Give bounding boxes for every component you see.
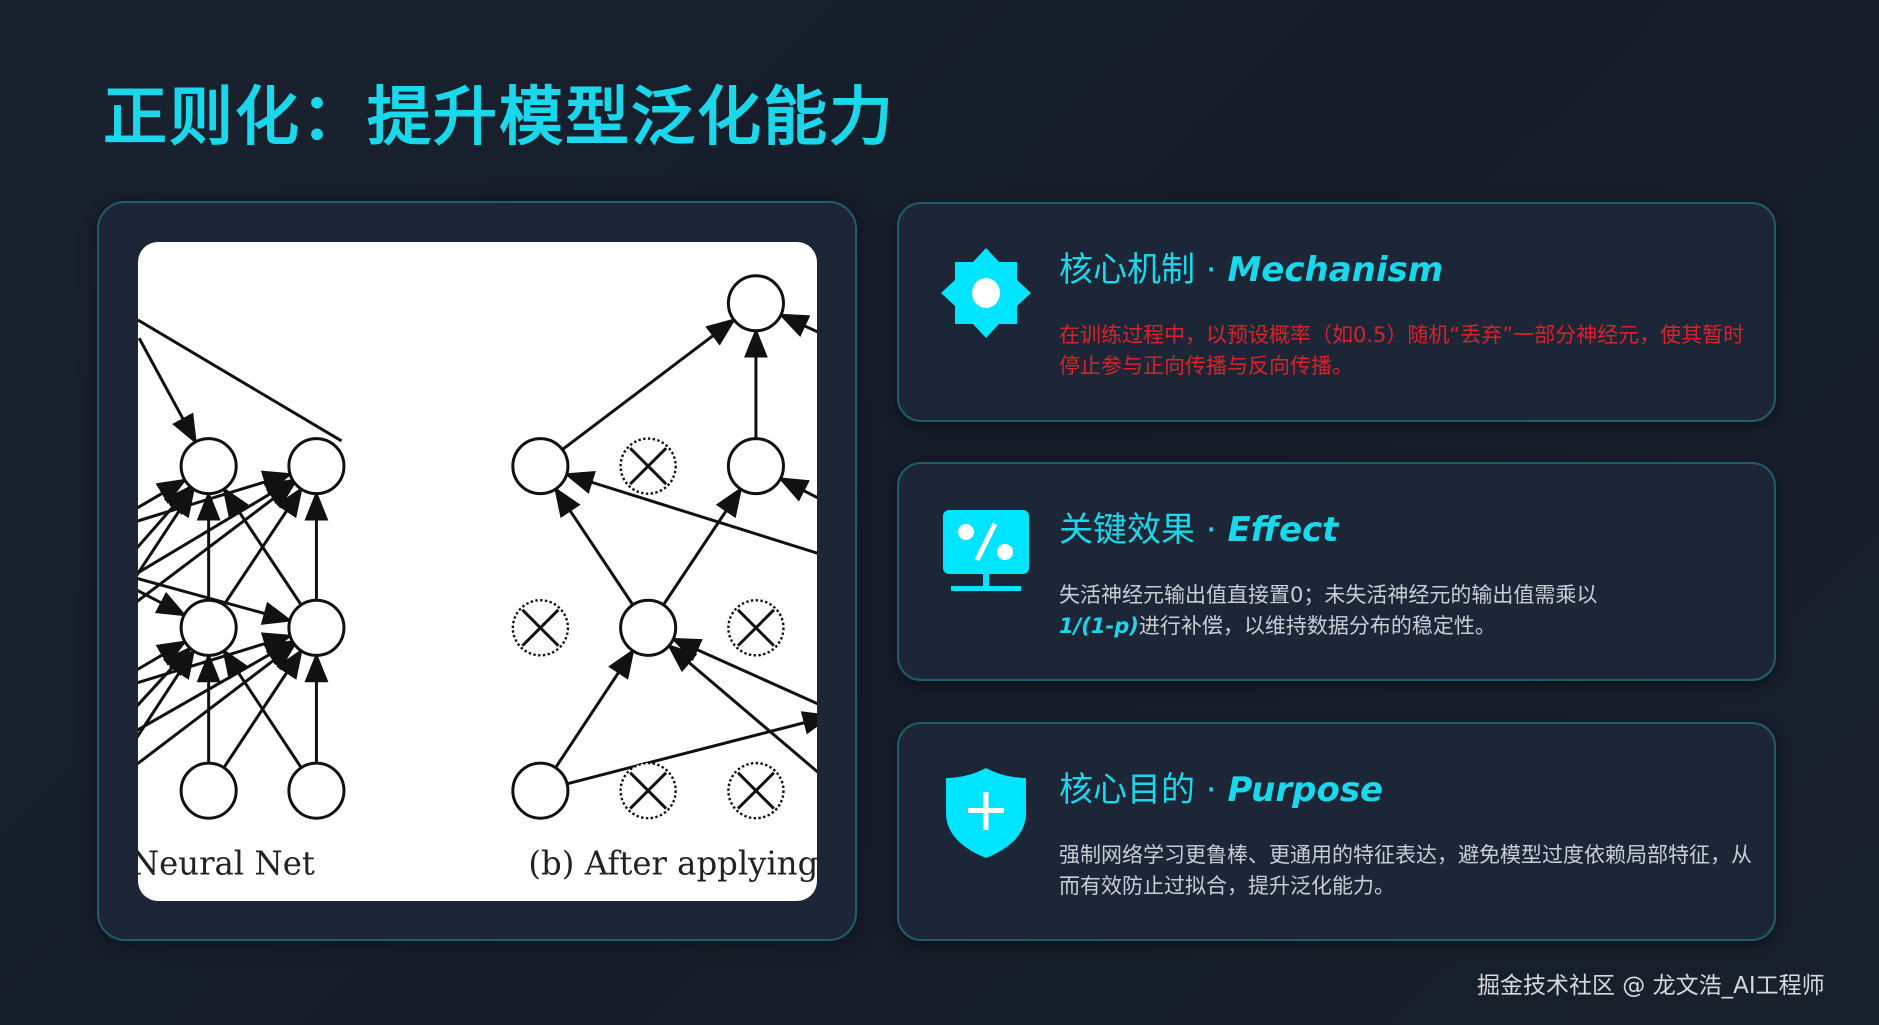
edge: [566, 711, 817, 786]
edge: [666, 643, 817, 774]
label-standard-net: Neural Net: [138, 844, 315, 882]
percent-monitor-icon: [943, 510, 1029, 591]
title-en: Mechanism: [1227, 250, 1444, 290]
title-cn: 核心目的 ·: [1059, 770, 1228, 810]
edge: [561, 318, 737, 451]
card-purpose: 核心目的 · Purpose 强制网络学习更鲁棒、更通用的特征表达，避免模型过度…: [897, 722, 1776, 941]
edge: [554, 648, 635, 769]
edge: [670, 637, 817, 706]
network-svg: Neural Net (b) After applying: [138, 274, 817, 882]
dropout-diagram: Neural Net (b) After applying: [138, 242, 817, 901]
card-body: 强制网络学习更鲁棒、更通用的特征表达，避免模型过度依赖局部特征，从而有效防止过拟…: [1059, 843, 1752, 898]
title-cn: 关键效果 ·: [1059, 510, 1228, 550]
edge: [138, 478, 296, 575]
neuron: [511, 437, 570, 496]
edge: [138, 645, 193, 708]
edge: [222, 648, 303, 769]
page-title: 正则化：提升模型泛化能力: [103, 80, 895, 155]
body-text: 失活神经元输出值直接置0；未失活神经元的输出值需乘以: [1059, 583, 1598, 607]
edge: [138, 484, 193, 550]
neuron: [287, 761, 346, 820]
card-body: 失活神经元输出值直接置0；未失活神经元的输出值需乘以 1/(1-p)进行补偿，以维…: [1059, 580, 1759, 642]
neuron: [726, 437, 785, 496]
gear-icon: [941, 248, 1031, 338]
dropped-neuron: [619, 437, 677, 495]
card-title: 关键效果 · Effect: [1059, 502, 1338, 551]
neuron: [287, 437, 346, 496]
edge: [138, 639, 296, 732]
edge: [138, 318, 343, 443]
card-title: 核心机制 · Mechanism: [1059, 242, 1443, 291]
dropped-neuron: [511, 599, 570, 657]
label-after-dropout: (b) After applying: [528, 844, 817, 882]
neuron: [179, 761, 238, 820]
edge: [138, 470, 293, 523]
edge: [778, 313, 817, 338]
formula: 1/(1-p): [1059, 614, 1139, 638]
edge: [662, 486, 743, 606]
shield-plus-icon: [946, 768, 1026, 858]
neuron: [179, 598, 238, 657]
title-en: Purpose: [1227, 770, 1384, 810]
edge: [553, 486, 635, 606]
neuron: [726, 274, 785, 333]
dropped-neuron: [727, 599, 785, 657]
neuron: [287, 598, 346, 657]
card-title: 核心目的 · Purpose: [1059, 762, 1383, 811]
title-en: Effect: [1227, 510, 1339, 550]
edge: [777, 477, 817, 502]
edge: [563, 471, 817, 555]
card-body: 在训练过程中，以预设概率（如0.5）随机“丢弃”一部分神经元，使其暂时停止参与正…: [1059, 323, 1745, 378]
edge: [138, 577, 293, 625]
title-cn: 核心机制 ·: [1059, 250, 1228, 290]
card-mechanism: 核心机制 · Mechanism 在训练过程中，以预设概率（如0.5）随机“丢弃…: [897, 202, 1776, 422]
dropped-neuron: [619, 761, 677, 820]
figure-panel: Neural Net (b) After applying: [97, 201, 857, 941]
watermark-credit: 掘金技术社区 @ 龙文浩_AI工程师: [1477, 973, 1825, 999]
body-text: 进行补偿，以维持数据分布的稳定性。: [1138, 614, 1496, 638]
neuron: [179, 437, 238, 496]
dropped-neuron: [727, 761, 785, 820]
edge: [138, 480, 297, 603]
neuron: [619, 598, 678, 657]
card-effect: 关键效果 · Effect 失活神经元输出值直接置0；未失活神经元的输出值需乘以…: [897, 462, 1776, 681]
edge: [222, 486, 303, 606]
edge: [138, 588, 187, 617]
edge: [138, 632, 293, 685]
neuron: [511, 761, 570, 820]
edge: [138, 337, 197, 445]
edge: [138, 642, 297, 766]
